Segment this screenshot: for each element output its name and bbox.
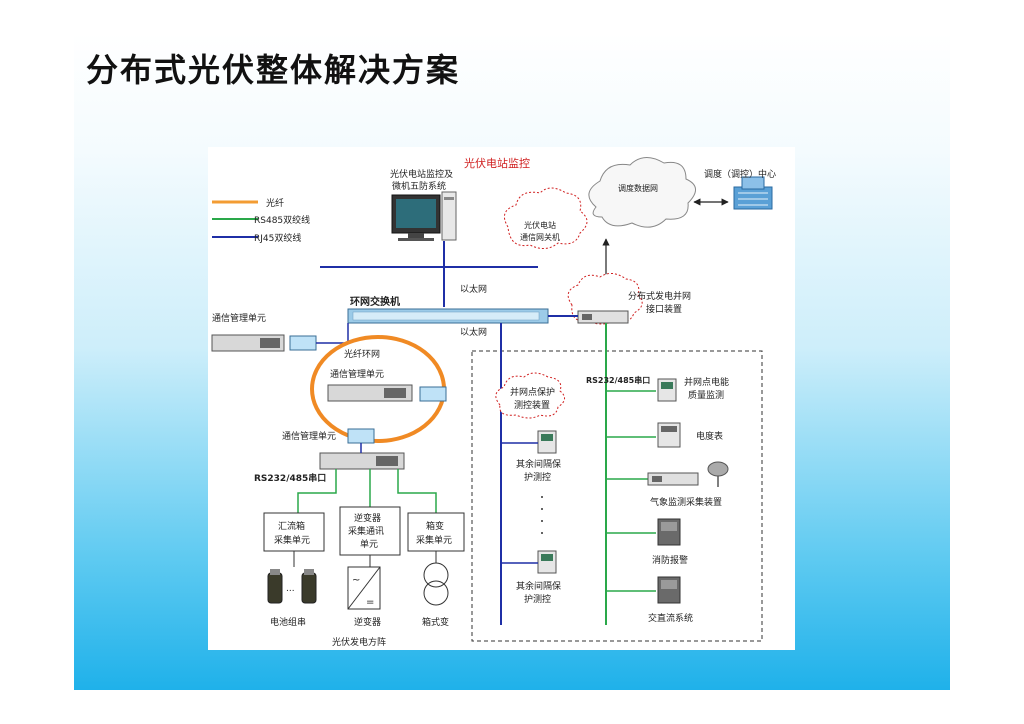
ring-switch-label: 环网交换机	[350, 295, 400, 308]
dispatch-network-label: 调度数据网	[618, 183, 658, 193]
protection-cloud-icon	[495, 372, 565, 419]
dispatch-network-cloud-icon	[588, 157, 696, 228]
comm-unit-bottom-label: 通信管理单元	[282, 430, 336, 442]
building-icon	[733, 176, 773, 210]
svg-text:...: ...	[286, 584, 295, 594]
inverter-unit-label-3: 单元	[360, 538, 378, 550]
legend-rj45-label: RJ45双绞线	[254, 232, 301, 244]
fire-alarm-label: 消防报警	[652, 554, 688, 566]
fiber-ring-label: 光纤环网	[344, 348, 380, 360]
inverter-unit-label-1: 逆变器	[354, 512, 381, 524]
legend: 光纤 RS485双绞线 RJ45双绞线	[212, 197, 310, 244]
comm-unit-left-connector-icon	[289, 335, 317, 351]
bay-protection-1-label-b: 护测控	[524, 471, 551, 483]
power-quality-device-icon	[657, 378, 677, 402]
comm-unit-bottom-device-icon	[319, 452, 405, 470]
box-transformer-label: 箱式变	[422, 616, 449, 628]
gateway-cloud-label-1: 光伏电站	[524, 220, 556, 230]
bay-protection-1-label-a: 其余间隔保	[516, 458, 561, 470]
grid-interface-label-2: 接口装置	[646, 303, 682, 315]
battery-icon: ...	[267, 569, 317, 604]
legend-fiber-label: 光纤	[266, 197, 284, 209]
satellite-dish-icon	[707, 461, 729, 487]
monitor-pc-label-1: 光伏电站监控及	[390, 168, 453, 180]
battery-label: 电池组串	[270, 616, 306, 628]
power-quality-label-1: 并网点电能	[684, 376, 729, 388]
grid-interface-label-1: 分布式发电并网	[628, 290, 691, 302]
grid-interface-device-icon	[577, 310, 629, 324]
substation-region	[471, 350, 763, 642]
energy-meter-icon	[657, 422, 681, 448]
protection-cloud-label-2: 测控装置	[514, 399, 550, 411]
svg-text:=: =	[366, 597, 374, 608]
slide-title: 分布式光伏整体解决方案	[86, 51, 461, 89]
box-transformer-unit-box	[407, 512, 465, 552]
monitor-pc-icon	[391, 191, 457, 241]
pv-array-label: 光伏发电方阵	[332, 636, 386, 648]
serial-port-left-label: RS232/485串口	[254, 472, 326, 484]
dispatch-center-label: 调度（调控）中心	[704, 168, 776, 180]
bay-protection-2-label-a: 其余间隔保	[516, 580, 561, 592]
weather-device-label: 气象监测采集装置	[650, 496, 722, 508]
serial-port-right-label: RS232/485串口	[586, 375, 650, 385]
combiner-unit-box	[263, 512, 325, 552]
gateway-cloud-icon	[503, 187, 588, 249]
inverter-label: 逆变器	[354, 616, 381, 628]
fiber-ring-connector-icon	[347, 428, 375, 444]
bay-protection-device-1-icon	[537, 430, 557, 454]
box-unit-label-2: 采集单元	[416, 534, 452, 546]
comm-unit-ring-label: 通信管理单元	[330, 368, 384, 380]
rs485-branch-left	[297, 469, 437, 513]
ethernet-bottom-label: 以太网	[460, 326, 487, 338]
box-unit-label-1: 箱变	[426, 520, 444, 532]
bay-protection-2-label-b: 护测控	[524, 593, 551, 605]
svg-text:~: ~	[352, 575, 360, 586]
inverter-unit-label-2: 采集通讯	[348, 525, 384, 537]
slide-background: 分布式光伏整体解决方案 光伏电站监控 光纤 RS485双绞线 RJ45双绞线	[74, 33, 950, 690]
ethernet-top-label: 以太网	[460, 283, 487, 295]
inverter-unit-box	[339, 506, 401, 556]
inverter-icon: ~ =	[347, 566, 381, 610]
pv-system-diagram: 光伏电站监控 光纤 RS485双绞线 RJ45双绞线 光伏电站监控及 微机五防	[208, 147, 795, 650]
comm-unit-left-device-icon	[211, 334, 285, 352]
ac-dc-system-label: 交直流系统	[648, 612, 693, 624]
power-quality-label-2: 质量监测	[688, 389, 724, 401]
combiner-label-1: 汇流箱	[278, 520, 305, 532]
weather-device-icon	[647, 472, 699, 486]
gateway-cloud-label-2: 通信网关机	[520, 232, 560, 242]
monitor-pc-label-2: 微机五防系统	[392, 180, 446, 192]
comm-unit-ring-device-icon	[327, 384, 413, 402]
comm-unit-ring-connector-icon	[419, 386, 447, 402]
fire-alarm-cabinet-icon	[657, 518, 681, 546]
ellipsis-dots	[541, 496, 543, 534]
diagram-header: 光伏电站监控	[464, 156, 530, 170]
ring-switch-icon	[347, 308, 549, 324]
combiner-label-2: 采集单元	[274, 534, 310, 546]
comm-unit-left-label: 通信管理单元	[212, 312, 266, 324]
transformer-icon	[423, 562, 449, 606]
bay-protection-device-2-icon	[537, 550, 557, 574]
energy-meter-label: 电度表	[696, 430, 723, 442]
protection-cloud-label-1: 并网点保护	[510, 386, 555, 398]
acdc-cabinet-icon	[657, 576, 681, 604]
legend-rs485-label: RS485双绞线	[254, 214, 310, 226]
